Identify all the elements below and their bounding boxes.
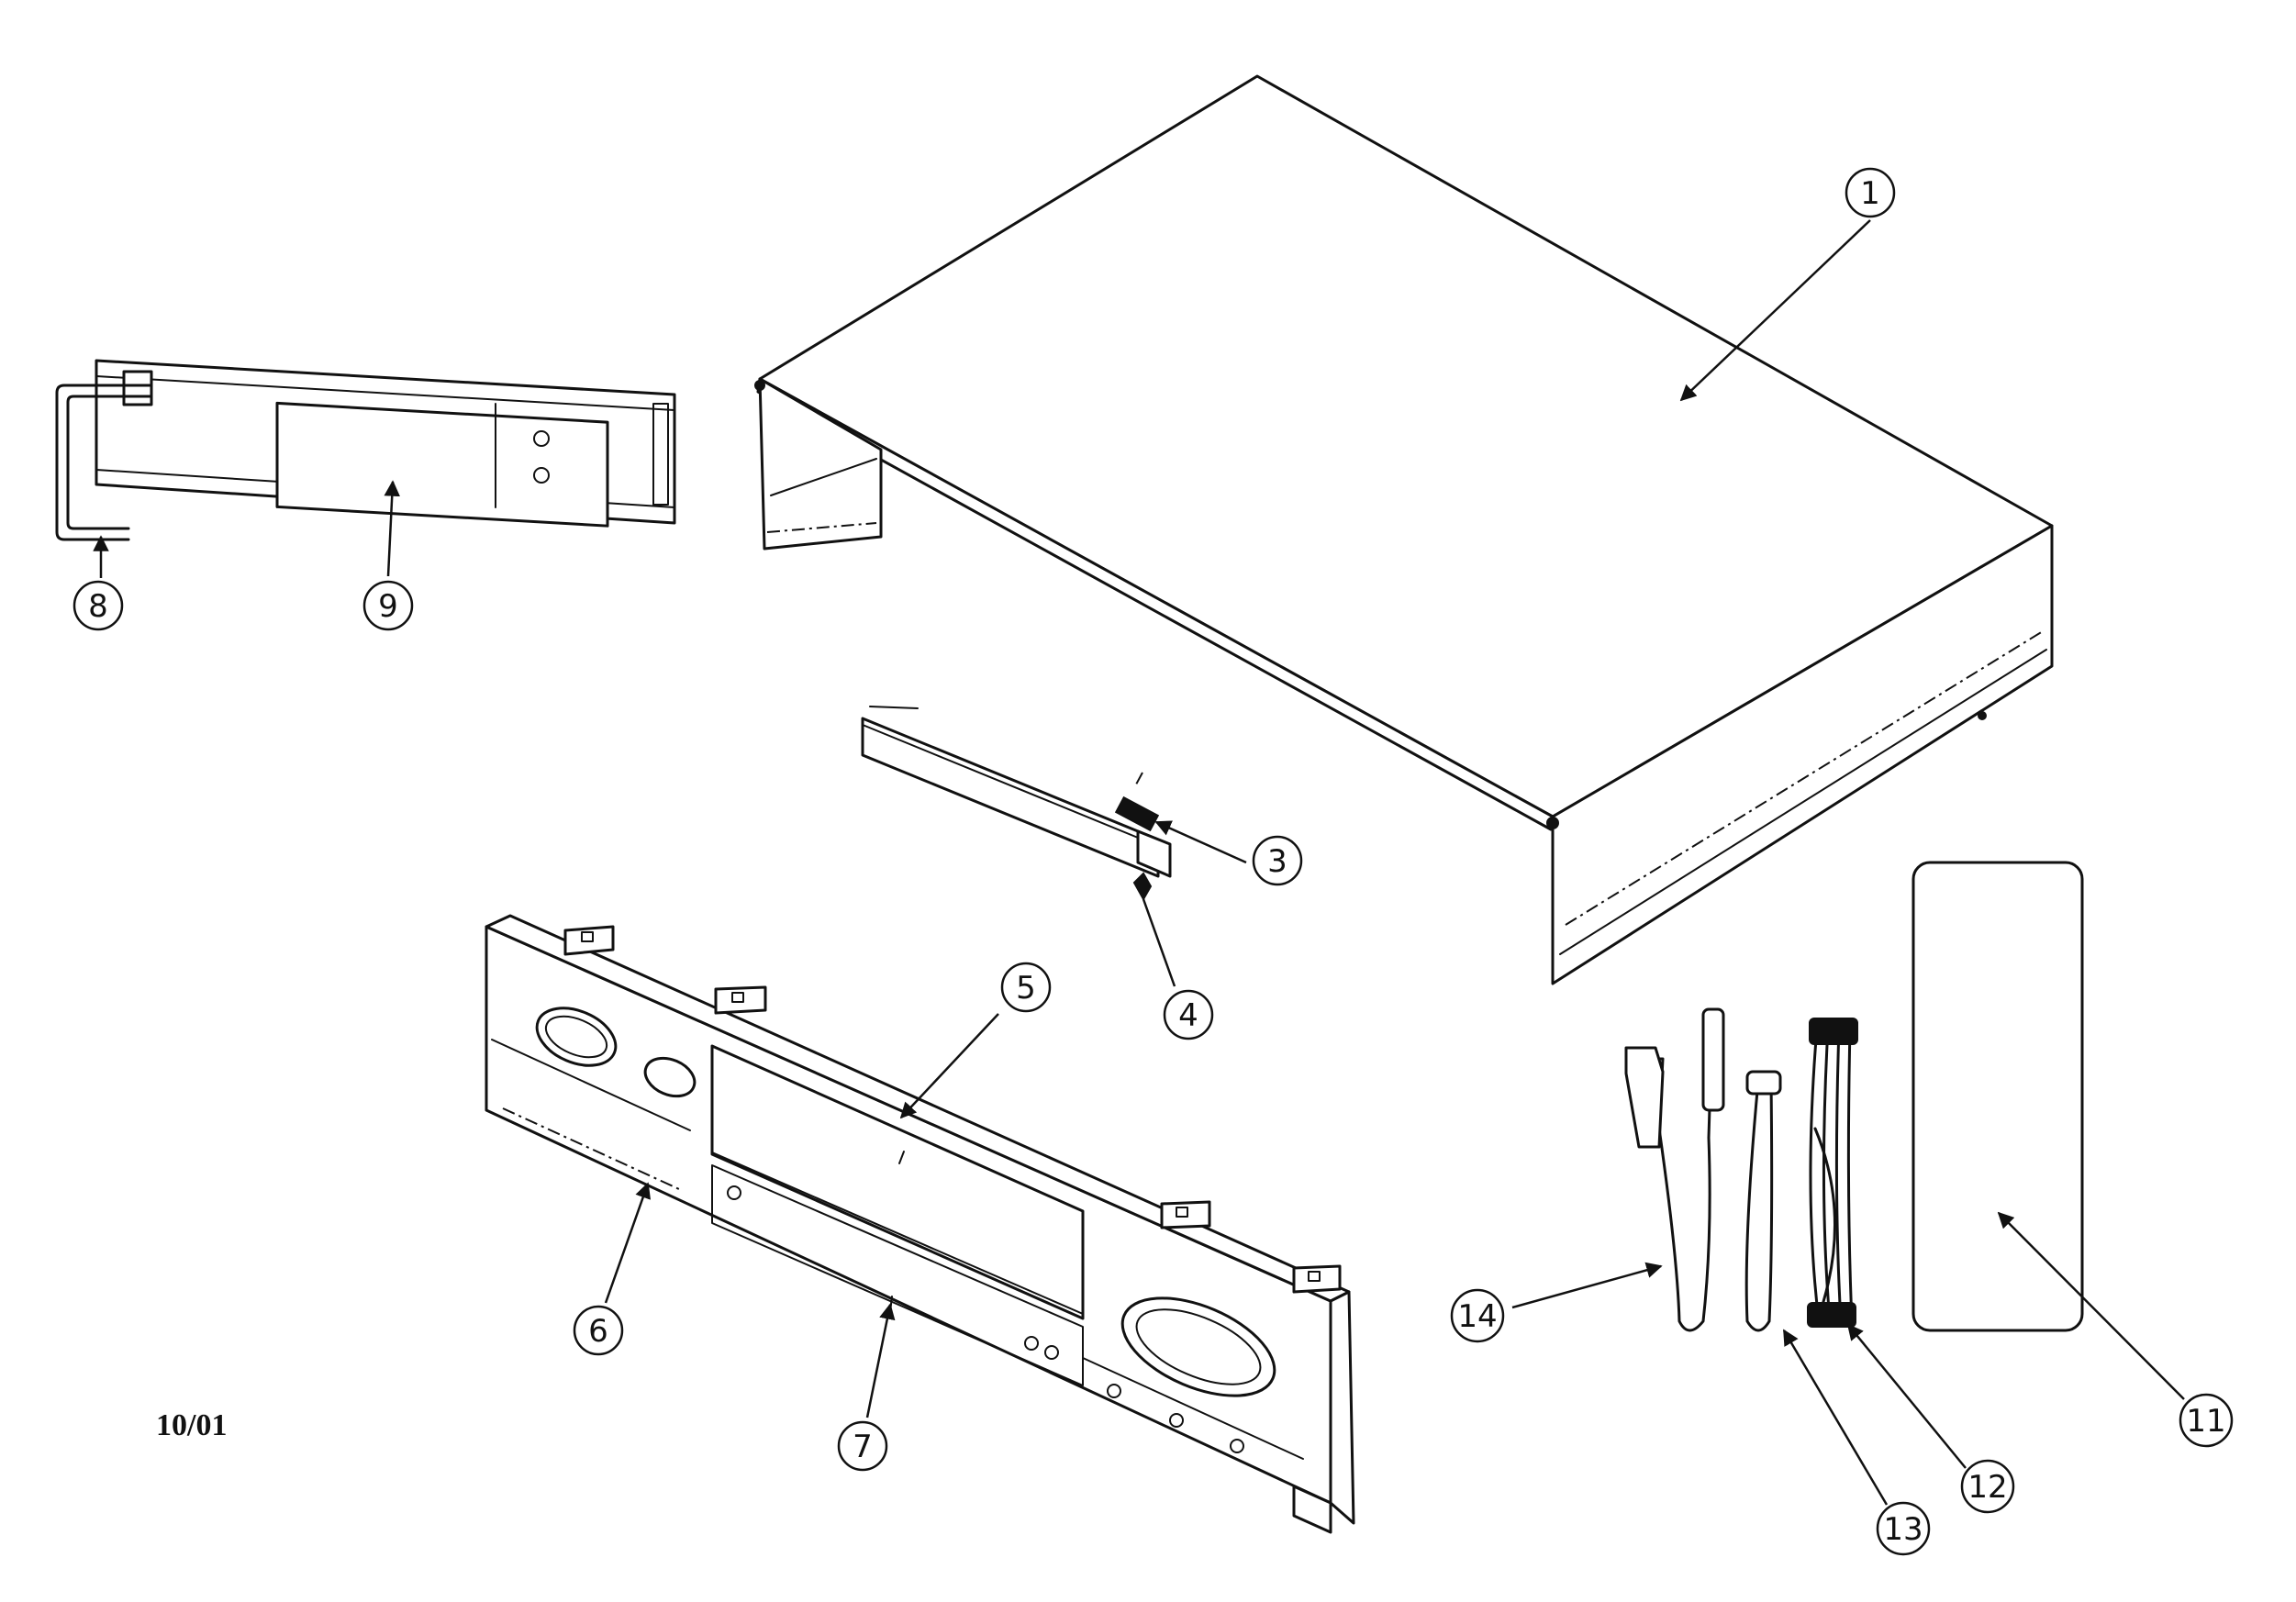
callout-14: 14 bbox=[1450, 1288, 1505, 1343]
callout-12: 12 bbox=[1960, 1459, 2015, 1514]
clip bbox=[1132, 872, 1153, 902]
rf-cable bbox=[1744, 1070, 1782, 1332]
spring bbox=[1114, 772, 1160, 832]
callout-3: 3 bbox=[1252, 835, 1303, 886]
callout-4-label: 4 bbox=[1178, 997, 1198, 1034]
callout-11: 11 bbox=[2179, 1393, 2234, 1448]
callout-5: 5 bbox=[1000, 962, 1052, 1013]
inner-mount-strip bbox=[861, 706, 1172, 878]
callout-8-label: 8 bbox=[88, 588, 108, 625]
date-code: 10/01 bbox=[156, 1408, 227, 1442]
callout-8: 8 bbox=[72, 580, 124, 631]
callout-5-label: 5 bbox=[1016, 970, 1036, 1007]
callout-4: 4 bbox=[1163, 989, 1214, 1040]
callout-9-label: 9 bbox=[378, 588, 398, 625]
top-cover bbox=[754, 74, 2054, 985]
callout-13: 13 bbox=[1876, 1501, 1931, 1556]
av-cables bbox=[1807, 1018, 1858, 1328]
front-panel bbox=[485, 914, 1355, 1534]
callout-6: 6 bbox=[573, 1305, 624, 1356]
carry-handle bbox=[55, 384, 153, 541]
callout-14-label: 14 bbox=[1457, 1298, 1497, 1335]
callout-7-label: 7 bbox=[853, 1429, 873, 1465]
remote-control bbox=[1624, 1007, 1725, 1332]
instruction-manual bbox=[1911, 861, 2084, 1332]
callout-1: 1 bbox=[1845, 167, 1896, 218]
callout-1-label: 1 bbox=[1860, 175, 1880, 212]
callout-3-label: 3 bbox=[1267, 843, 1287, 880]
callout-7: 7 bbox=[837, 1420, 888, 1472]
callout-6-label: 6 bbox=[588, 1313, 608, 1350]
leader-lines bbox=[93, 219, 2185, 1506]
callout-11-label: 11 bbox=[2186, 1403, 2225, 1440]
callout-13-label: 13 bbox=[1883, 1511, 1923, 1548]
rear-bracket-panel bbox=[95, 359, 676, 528]
callout-12-label: 12 bbox=[1967, 1469, 2007, 1506]
callout-9: 9 bbox=[362, 580, 414, 631]
